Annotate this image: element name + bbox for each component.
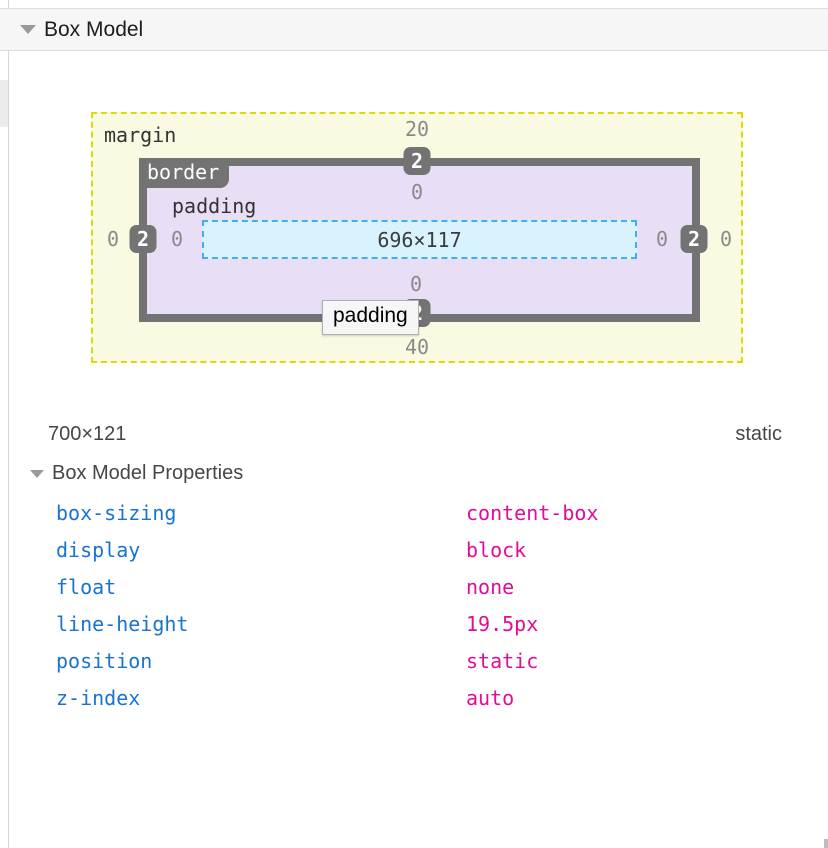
element-position-value: static [735,423,782,445]
property-row[interactable]: float none [0,568,828,605]
properties-title: Box Model Properties [52,462,244,484]
property-name[interactable]: line-height [56,611,189,636]
padding-top-value[interactable]: 0 [410,180,424,204]
property-row[interactable]: box-sizing content-box [0,494,828,531]
box-model-diagram: margin 20 2 0 border padding 0 2 0 696×1… [91,112,743,363]
padding-region-label: padding [172,194,257,218]
chevron-down-icon[interactable] [30,469,44,478]
property-value[interactable]: none [466,574,515,599]
property-row[interactable]: position static [0,642,828,679]
property-name[interactable]: box-sizing [56,500,177,525]
adjacent-panel-fragment [0,80,8,127]
property-name[interactable]: position [56,648,153,673]
property-value[interactable]: content-box [466,500,599,525]
property-row[interactable]: line-height 19.5px [0,605,828,642]
chevron-down-icon[interactable] [20,25,36,34]
margin-top-value[interactable]: 20 [404,117,430,141]
window-corner-mark [824,839,828,848]
margin-bottom-value[interactable]: 40 [404,335,430,359]
border-left-badge[interactable]: 2 [129,225,157,253]
properties-list: box-sizing content-box display block flo… [0,494,828,716]
content-size-label: 696×117 [377,227,462,252]
border-top-badge[interactable]: 2 [403,147,431,175]
box-model-section-header[interactable]: Box Model [0,8,828,51]
property-value[interactable]: auto [466,685,515,710]
property-row[interactable]: display block [0,531,828,568]
border-region-label: border [139,158,230,188]
padding-right-value[interactable]: 0 [655,227,669,251]
padding-left-value[interactable]: 0 [170,227,184,251]
property-name[interactable]: float [56,574,117,599]
content-region[interactable]: 696×117 [202,220,637,259]
property-value[interactable]: 19.5px [466,611,539,636]
property-name[interactable]: z-index [56,685,141,710]
panel-separator [8,0,9,848]
property-name[interactable]: display [56,537,141,562]
padding-bottom-value[interactable]: 0 [409,272,423,296]
border-right-badge[interactable]: 2 [680,225,708,253]
box-model-properties-header[interactable]: Box Model Properties [30,462,243,485]
margin-left-value[interactable]: 0 [106,227,120,251]
margin-right-value[interactable]: 0 [719,227,733,251]
property-value[interactable]: block [466,537,527,562]
padding-tooltip: padding [322,300,419,335]
element-dimensions: 700×121 [48,423,127,445]
margin-region-label: margin [104,123,177,147]
section-title: Box Model [44,17,144,41]
property-value[interactable]: static [466,648,539,673]
property-row[interactable]: z-index auto [0,679,828,716]
